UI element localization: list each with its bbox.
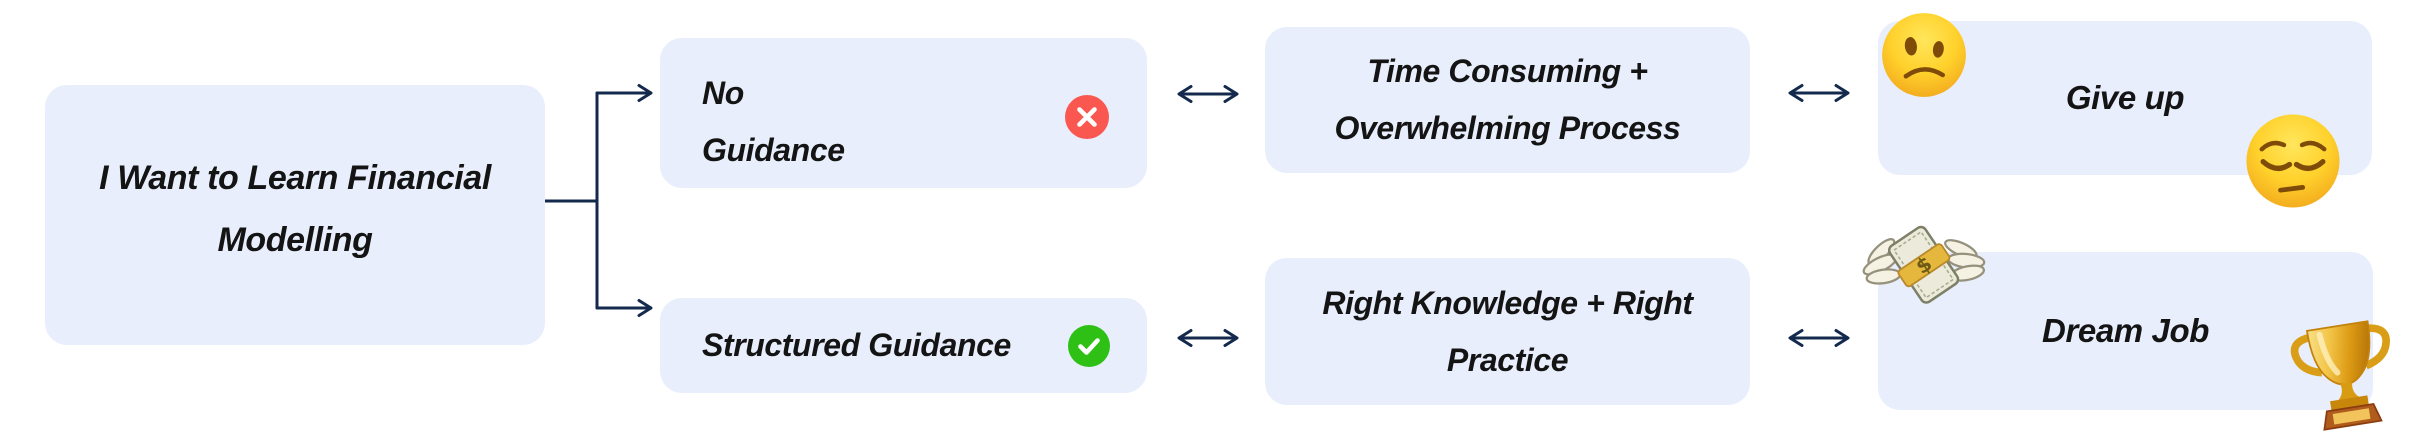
node-root[interactable]: I Want to Learn Financial Modelling xyxy=(45,85,545,345)
node-root-line2: Modelling xyxy=(217,221,373,259)
arrow-to-no-guidance xyxy=(595,84,653,102)
node-right-knowledge[interactable]: Right Knowledge + Right Practice xyxy=(1265,258,1750,405)
arrow-to-structured-guidance xyxy=(595,299,653,317)
check-in-circle-icon xyxy=(1068,325,1110,367)
node-no-guidance-line2: Guidance xyxy=(702,132,845,168)
double-arrow-bottom-1 xyxy=(1177,329,1239,347)
cross-in-circle-icon xyxy=(1065,95,1109,139)
node-no-guidance-line1: No xyxy=(702,75,744,111)
node-structured-guidance[interactable]: Structured Guidance xyxy=(660,298,1147,393)
slightly-frowning-face-emoji xyxy=(1879,10,1969,100)
node-time-consuming-line1: Time Consuming + xyxy=(1367,53,1648,89)
node-dream-job-label: Dream Job xyxy=(2042,312,2209,349)
node-right-knowledge-line2: Practice xyxy=(1446,341,1569,378)
node-root-line1: I Want to Learn Financial xyxy=(99,159,491,197)
pensive-face-emoji xyxy=(2243,111,2343,211)
money-with-wings-emoji: $ xyxy=(1860,213,1988,321)
trophy-emoji xyxy=(2288,316,2402,434)
double-arrow-top-2 xyxy=(1788,84,1850,102)
node-time-consuming[interactable]: Time Consuming + Overwhelming Process xyxy=(1265,27,1750,173)
node-time-consuming-line2: Overwhelming Process xyxy=(1334,110,1681,146)
node-no-guidance[interactable]: No Guidance xyxy=(660,38,1147,188)
node-give-up-label: Give up xyxy=(2065,79,2185,116)
double-arrow-bottom-2 xyxy=(1788,329,1850,347)
node-right-knowledge-line1: Right Knowledge + Right xyxy=(1322,284,1693,321)
double-arrow-top-1 xyxy=(1177,85,1239,103)
node-structured-guidance-label: Structured Guidance xyxy=(702,327,1011,363)
